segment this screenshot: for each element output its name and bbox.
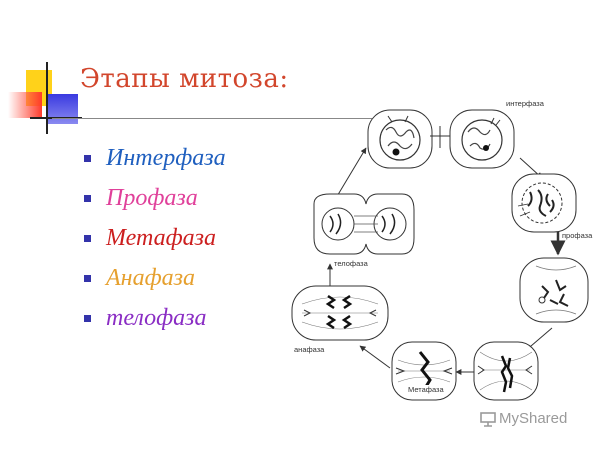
- presentation-icon: [480, 411, 496, 427]
- arrow-telophase-to-interphase: [335, 147, 367, 199]
- decoration-blue-square: [48, 94, 78, 124]
- prophase-cell: [511, 173, 577, 233]
- list-item: Анафаза: [84, 258, 226, 298]
- list-item: телофаза: [84, 298, 226, 338]
- decoration-red-square: [8, 92, 42, 118]
- decoration-vertical-line: [46, 62, 48, 134]
- arrow-metaphase-to-anaphase: [359, 345, 391, 369]
- anaphase-cell: [291, 285, 389, 341]
- slide-title: Этапы митоза:: [80, 64, 289, 94]
- prometaphase-cell: [519, 257, 589, 323]
- telophase-label: телофаза: [334, 259, 369, 268]
- phase-label: Профаза: [106, 184, 198, 211]
- interphase-cell-2: [449, 109, 515, 169]
- bullet-icon: [84, 234, 91, 242]
- phase-label: Интерфаза: [106, 144, 226, 171]
- prophase-label: профаза: [562, 231, 593, 240]
- list-item: Профаза: [84, 178, 226, 218]
- list-item: Интерфаза: [84, 138, 226, 178]
- interphase-label: интерфаза: [506, 99, 545, 108]
- phase-label: телофаза: [106, 304, 207, 331]
- telophase-cell: [313, 193, 415, 255]
- metaphase-label: Метафаза: [408, 385, 444, 394]
- phase-label: Анафаза: [106, 264, 195, 291]
- bullet-icon: [84, 274, 91, 282]
- mitosis-cycle-diagram: интерфаза профаза: [291, 99, 593, 401]
- list-item: Метафаза: [84, 218, 226, 258]
- phase-list: Интерфаза Профаза Метафаза Анафаза телоф…: [84, 138, 226, 338]
- interphase-cell-1: [367, 109, 433, 169]
- late-prometaphase-cell: [473, 341, 539, 401]
- bullet-icon: [84, 314, 91, 322]
- bullet-icon: [84, 194, 91, 202]
- watermark: MyShared: [480, 410, 567, 427]
- phase-label: Метафаза: [106, 224, 217, 251]
- metaphase-cell: [391, 341, 457, 401]
- decoration-horizontal-line: [30, 117, 82, 119]
- anaphase-label: анафаза: [294, 345, 325, 354]
- bullet-icon: [84, 154, 91, 162]
- cross-mark: [430, 126, 452, 148]
- title-underline: [52, 118, 372, 119]
- watermark-text: MyShared: [499, 410, 568, 427]
